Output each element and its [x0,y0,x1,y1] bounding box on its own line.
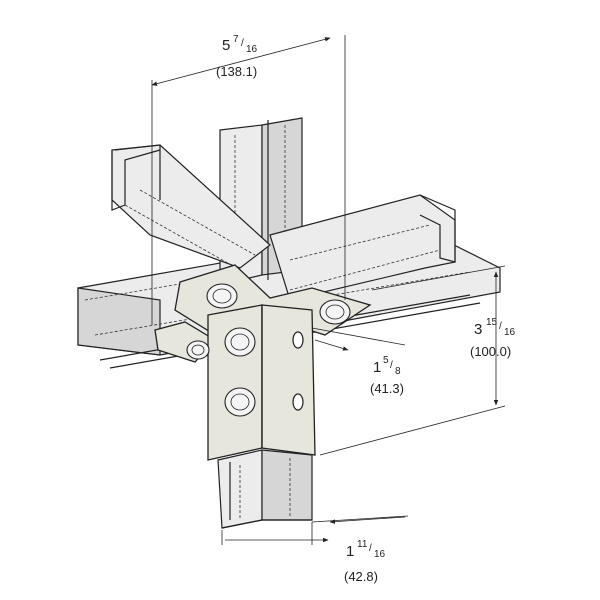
dimension-flange: 1 5 / 8 (41.3) [311,327,406,396]
svg-text:/: / [499,321,502,332]
bottom-width-metric: (42.8) [344,569,378,584]
flange-whole: 1 [373,359,381,376]
svg-text:/: / [369,543,372,554]
bolt-hole-icon [292,393,304,411]
top-width-whole: 5 [222,37,230,54]
flange-metric: (41.3) [370,381,404,396]
diagonal-channel-left [111,144,271,271]
dimension-height: 3 15 / 16 (100.0) [319,265,516,456]
bolt-icon [319,299,351,325]
svg-text:/: / [241,38,244,49]
bolt-icon [206,283,238,309]
top-width-numerator: 7 [233,34,239,45]
bolt-icon [186,340,210,360]
svg-text:/: / [390,360,393,371]
bolt-icon [224,327,256,357]
fitting-plate [154,264,372,461]
bolt-icon [224,387,256,417]
height-metric: (100.0) [470,344,511,359]
dimension-top-width: 5 7 / 16 (138.1) [151,34,346,325]
dimension-bottom-width: 1 11 / 16 (42.8) [221,515,409,584]
bottom-width-numerator: 11 [357,539,368,550]
top-width-metric: (138.1) [216,64,257,79]
top-width-denominator: 16 [246,44,258,55]
bottom-width-whole: 1 [346,543,354,560]
vertical-channel-bottom [217,449,313,529]
flange-denominator: 8 [395,366,401,377]
bottom-width-denominator: 16 [374,549,386,560]
height-whole: 3 [474,321,482,338]
height-numerator: 15 [486,317,498,328]
flange-numerator: 5 [383,355,389,366]
bolt-hole-icon [292,331,304,349]
height-denominator: 16 [504,327,516,338]
bolts [186,283,351,417]
